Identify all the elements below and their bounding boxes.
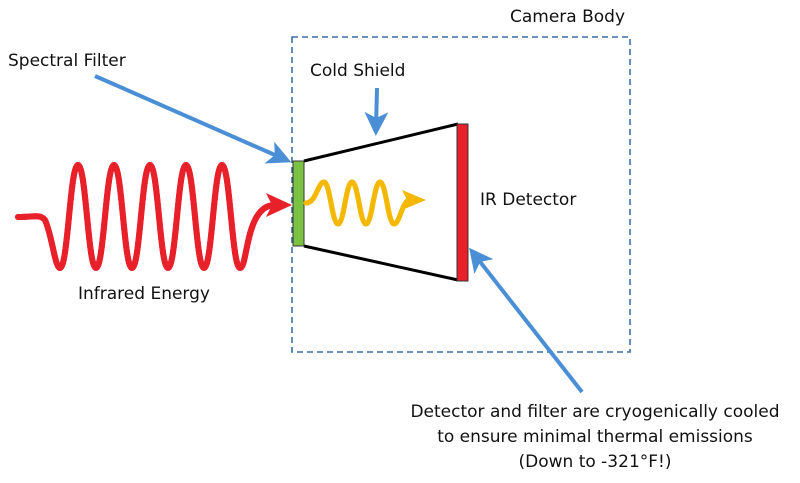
cold-shield-top [303, 122, 459, 163]
note-line-2: to ensure minimal thermal emissions [437, 427, 753, 447]
cold-shield-label: Cold Shield [310, 61, 406, 81]
detector-arrow [469, 247, 584, 394]
camera-body-label: Camera Body [510, 7, 626, 27]
spectral-filter-label: Spectral Filter [8, 51, 126, 71]
note-line-3: (Down to -321°F!) [518, 452, 672, 472]
cold-shield-arrow [364, 87, 389, 136]
camera-body-box [291, 36, 631, 353]
infrared-wave [15, 161, 292, 272]
filtered-wave [303, 179, 426, 227]
ir-detector [456, 123, 469, 282]
note-line-1: Detector and filter are cryogenically co… [410, 402, 780, 422]
cooling-note: Detector and filter are cryogenically co… [360, 400, 800, 475]
spectral-filter-arrow [94, 74, 292, 164]
spectral-filter [292, 160, 305, 247]
cold-shield-bottom [303, 244, 459, 282]
ir-detector-label: IR Detector [480, 190, 577, 210]
infrared-energy-label: Infrared Energy [78, 284, 210, 304]
